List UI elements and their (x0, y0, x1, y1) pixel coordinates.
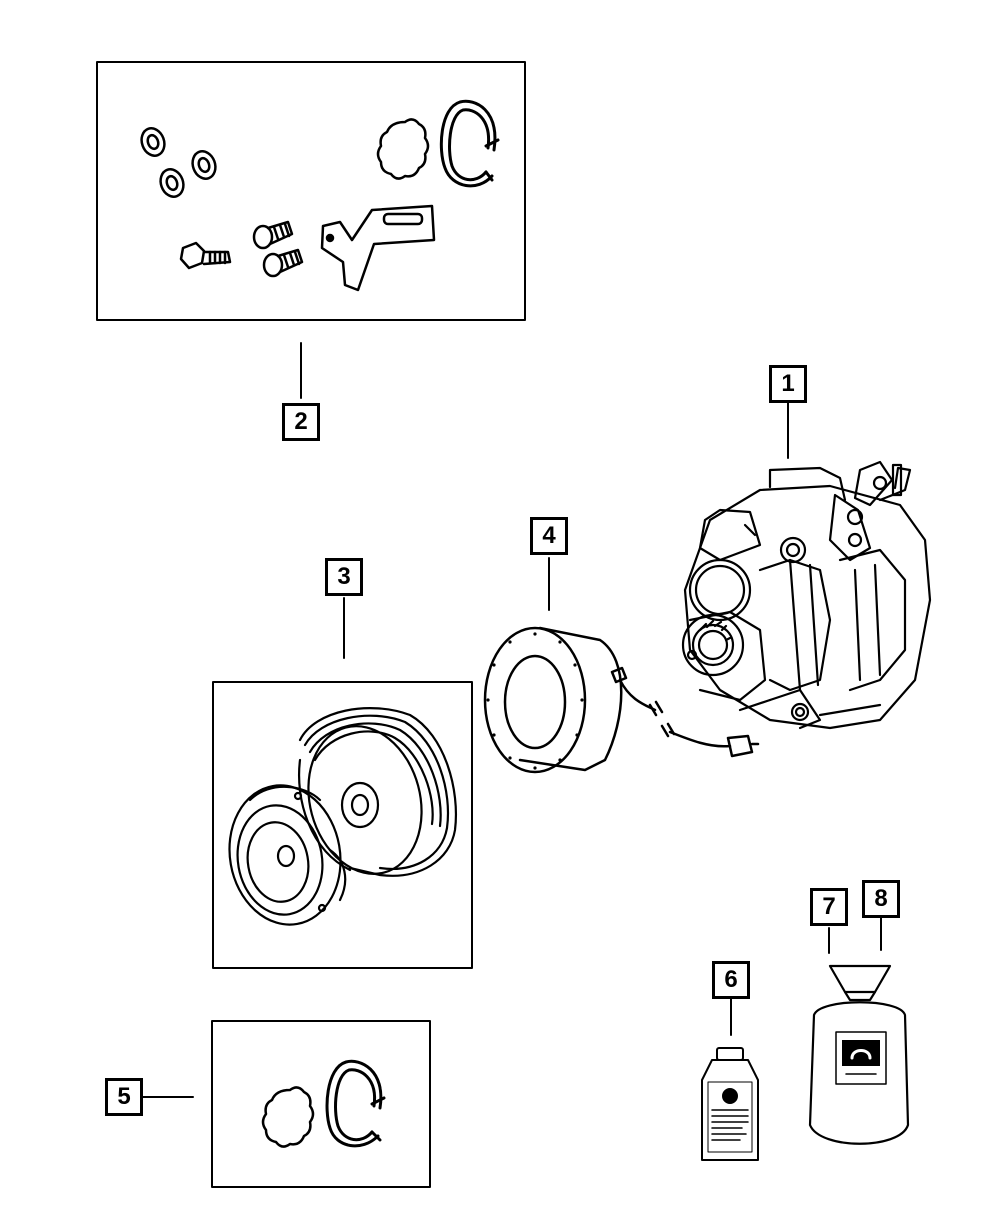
callout-label: 2 (294, 408, 308, 435)
callout-label: 8 (874, 885, 888, 912)
ac-compressor-illustration (681, 460, 932, 730)
kit-frame-item-5 (211, 1020, 431, 1188)
callout-4: 4 (530, 517, 568, 555)
callout-label: 1 (781, 370, 795, 397)
callout-label: 4 (542, 522, 556, 549)
o-ring-illustration (376, 118, 430, 180)
snap-ring-illustration (439, 99, 500, 188)
callout-7: 7 (810, 888, 848, 926)
callout-8: 8 (862, 880, 900, 918)
leader-lines (142, 342, 882, 1098)
kit-frame-item-2 (96, 61, 526, 321)
kit-frame-item-3 (212, 681, 473, 969)
callout-6: 6 (712, 961, 750, 999)
clutch-pulley-illustration (228, 707, 457, 926)
callout-2: 2 (282, 403, 320, 441)
refrigerant-canister-illustration (808, 964, 910, 1145)
field-coil-illustration (483, 626, 760, 774)
snap-ring-illustration (325, 1059, 386, 1148)
washer-illustration (140, 127, 217, 198)
callout-label: 5 (117, 1083, 131, 1110)
callout-5: 5 (105, 1078, 143, 1116)
callout-label: 6 (724, 966, 738, 993)
callout-label: 3 (337, 563, 351, 590)
o-ring-illustration (261, 1086, 315, 1148)
bolt-illustration (179, 220, 304, 278)
oil-bottle-illustration (701, 1047, 759, 1161)
callout-1: 1 (769, 365, 807, 403)
callout-3: 3 (325, 558, 363, 596)
callout-label: 7 (822, 893, 836, 920)
bracket-illustration (320, 204, 436, 292)
